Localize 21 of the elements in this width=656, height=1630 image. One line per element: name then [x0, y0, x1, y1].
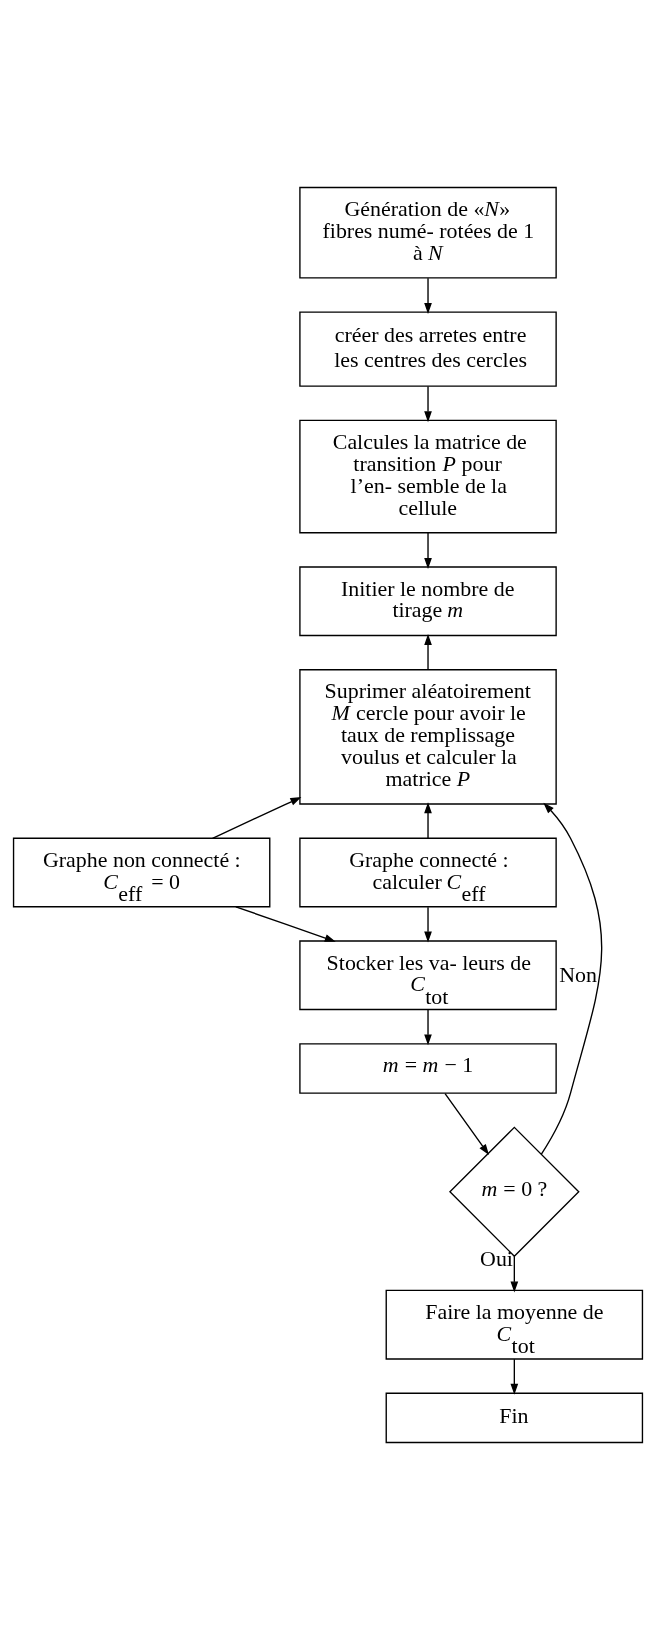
node-box: Calcules la matrice de transition P pour l’en- semble de la cellule — [299, 419, 557, 534]
arrow — [540, 802, 603, 1155]
arrow — [444, 1093, 489, 1156]
arrow — [424, 532, 432, 569]
node-box: créer des arretes entre les centres des cercles — [299, 311, 557, 387]
arrow — [510, 1358, 519, 1395]
arrow — [424, 634, 432, 671]
node-box: m = m − 1 — [299, 1043, 557, 1094]
arrow — [424, 802, 432, 839]
arrow — [510, 1255, 519, 1293]
arrow — [235, 906, 336, 942]
arrow — [424, 277, 432, 314]
node-box: Suprimer aléatoirement M cercle pour avoir le taux de remplissage voulus et calculer la matrice P — [299, 669, 557, 805]
arrow — [424, 385, 432, 423]
edge-label: Non — [559, 961, 597, 987]
arrow — [424, 1009, 432, 1046]
node-box: Fin — [385, 1392, 644, 1444]
arrow — [424, 906, 432, 943]
node-box: Génération de «N» fibres numé- rotées de 1 à N — [299, 186, 557, 279]
node-box: Initier le nombre de tirage m — [299, 566, 557, 637]
arrow — [211, 797, 302, 839]
